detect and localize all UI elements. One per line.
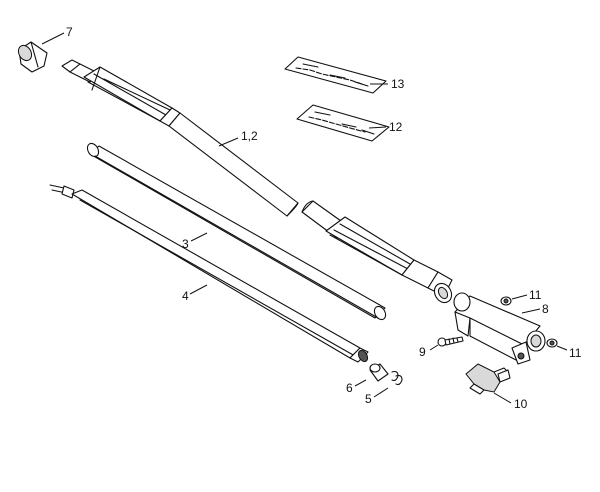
label-3: 3 <box>182 237 189 251</box>
leader-8 <box>521 308 541 314</box>
part-10-wing-knob <box>465 363 511 395</box>
label-5: 5 <box>365 392 372 406</box>
label-13: 13 <box>391 77 405 91</box>
part-1-2-drive-tube <box>61 59 453 304</box>
label-12: 12 <box>389 120 403 134</box>
leader-11-right <box>556 345 568 351</box>
label-4: 4 <box>182 289 189 303</box>
label-10: 10 <box>514 397 528 411</box>
leader-6 <box>354 379 367 387</box>
part-9-screw <box>437 336 464 347</box>
leader-4 <box>189 284 208 295</box>
part-3-protective-tube <box>86 142 387 321</box>
label-7: 7 <box>66 25 73 39</box>
leader-9 <box>429 344 439 351</box>
label-9: 9 <box>419 345 426 359</box>
part-12-label-sticker <box>296 104 390 142</box>
part-11-nut-top <box>500 296 512 306</box>
label-1-2: 1,2 <box>241 129 258 143</box>
leader-10 <box>493 392 512 404</box>
part-6-bushing <box>369 363 389 382</box>
leader-3 <box>190 232 208 242</box>
label-11-right: 11 <box>569 346 582 360</box>
label-6: 6 <box>346 381 353 395</box>
part-11-nut-right <box>546 338 558 348</box>
leader-11-top <box>511 294 528 300</box>
leader-1-2 <box>218 137 239 147</box>
leader-12 <box>368 126 387 129</box>
leader-5 <box>373 387 389 398</box>
part-4-drive-shaft <box>49 184 369 363</box>
part-13-label-sticker <box>284 56 387 94</box>
part-7-end-cap <box>17 41 48 73</box>
part-5-circlip <box>391 370 403 386</box>
part-8-clamp-housing <box>453 292 546 365</box>
leader-7 <box>41 32 65 45</box>
label-11-top: 11 <box>529 288 542 302</box>
label-8: 8 <box>542 302 549 316</box>
